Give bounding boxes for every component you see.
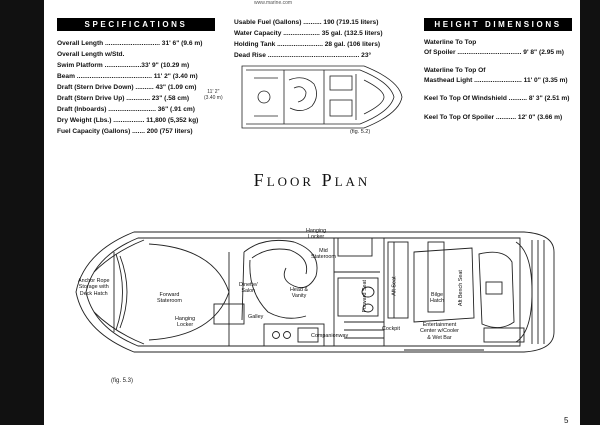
boat-top-view-drawing (241, 65, 403, 129)
label-head-vanity: Head &Vanity (290, 287, 308, 300)
spec-row: Overall Length w/Std. (57, 51, 125, 58)
label-forward-seat: Forward Seat (362, 279, 369, 313)
site-url: www.marine.com (254, 0, 293, 6)
capacity-row: Usable Fuel (Gallons) .......... 190 (71… (234, 19, 379, 26)
beam-dimension: 11' 2" (3.40 m) (204, 89, 223, 101)
page-number: 5 (564, 416, 569, 425)
capacity-row: Dead Rise ..............................… (234, 52, 372, 59)
spec-sheet-page: www.marine.com SPECIFICATIONS Overall Le… (44, 0, 580, 425)
label-aft-bench-seat: Aft Bench Seat (457, 270, 464, 307)
floor-plan-title: FLOOR PLAN (253, 170, 371, 190)
spec-row: Fuel Capacity (Gallons) ....... 200 (757… (57, 128, 193, 135)
spec-row: Draft (Stern Drive Up) ............. 23"… (57, 95, 190, 102)
specifications-list: Overall Length .........................… (57, 38, 215, 137)
fig-5-2-caption: (fig. 5.2) (350, 129, 371, 135)
label-dinette-salon: Dinette/Salon (239, 282, 258, 295)
label-aft-seat: Aft Seat (391, 276, 398, 296)
capacity-row: Water Capacity .................... 35 g… (234, 30, 383, 37)
height-dimension-row: Keel To Top Of Spoiler ........... 12' 0… (424, 113, 563, 121)
spec-row: Draft (Stern Drive Down) .......... 43" … (57, 84, 197, 91)
height-dimension-row: Keel To Top Of Windshield .......... 8' … (424, 95, 570, 102)
spec-row: Draft (Inboards) .......................… (57, 106, 195, 113)
spec-row: Swim Platform ....................33' 9"… (57, 62, 190, 69)
spec-row: Beam ...................................… (57, 73, 198, 80)
capacities-list: Usable Fuel (Gallons) .......... 190 (71… (234, 17, 404, 61)
floor-plan-drawing (75, 231, 555, 353)
label-cockpit: Cockpit (382, 326, 400, 332)
spec-row: Dry Weight (Lbs.) ................. 11,8… (57, 117, 199, 124)
capacity-row: Holding Tank ......................... 2… (234, 41, 381, 48)
height-dimensions-header: HEIGHT DIMENSIONS (424, 18, 572, 31)
spec-row: Overall Length .........................… (57, 40, 203, 47)
label-companionway: Companionway (311, 333, 349, 339)
label-galley: Galley (248, 314, 264, 320)
fig-5-3-caption: (fig. 5.3) (111, 378, 134, 384)
specifications-header: SPECIFICATIONS (57, 18, 215, 31)
